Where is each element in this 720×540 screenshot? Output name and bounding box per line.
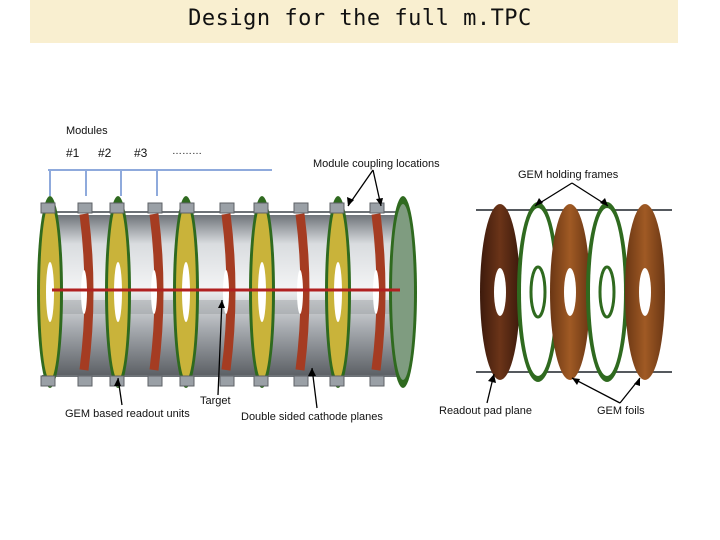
module-label-1: #1 [66,146,80,160]
module-bracket [48,169,272,196]
coupling-label: Module coupling locations [313,158,440,170]
module-disks [37,196,417,388]
module-label-more: ……… [172,146,202,157]
page-title: Design for the full m.TPC [188,6,532,31]
readout-units-label: GEM based readout units [65,408,190,420]
cathode-planes-label: Double sided cathode planes [241,411,383,423]
readout-pad-label: Readout pad plane [439,405,532,417]
module-label-3: #3 [134,146,148,160]
callout-arrowheads [114,197,640,386]
gem-frames-label: GEM holding frames [518,169,619,181]
modules-heading: Modules [66,125,108,137]
gem-stack [476,202,672,382]
gem-foils-label: GEM foils [597,405,645,417]
module-label-2: #2 [98,146,112,160]
title-band [30,0,678,43]
target-label: Target [200,395,231,407]
